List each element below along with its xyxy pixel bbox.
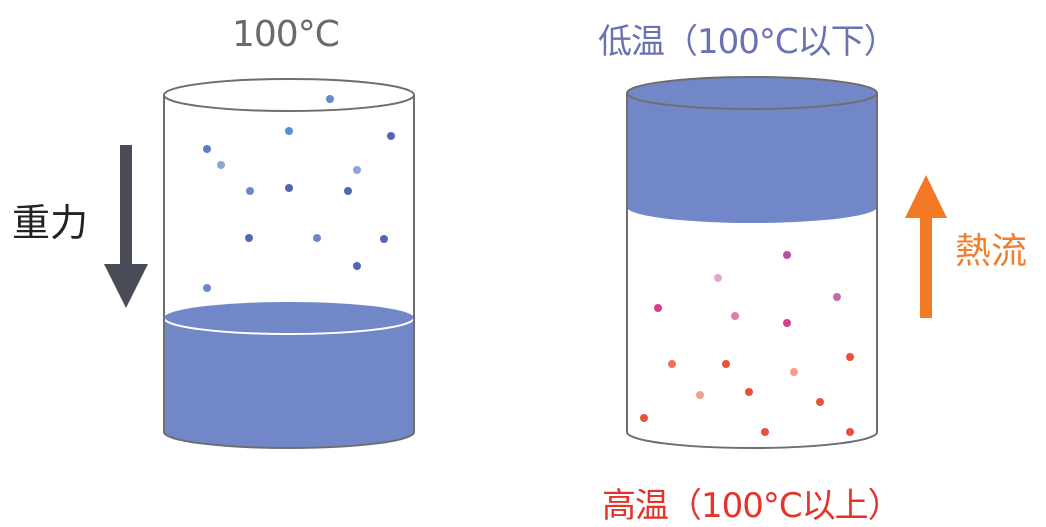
heat-flow-label: 熱流 <box>955 231 1028 272</box>
left-liquid-surface <box>164 302 414 334</box>
right-liquid-surface <box>626 76 878 110</box>
right-cylinder <box>626 76 878 449</box>
hot-particles <box>640 251 854 436</box>
right-liquid <box>627 93 877 223</box>
diagram-canvas <box>104 76 947 449</box>
left-cylinder <box>163 78 415 449</box>
gravity-arrow <box>104 145 148 308</box>
gravity-label: 重力 <box>12 201 89 245</box>
left-cylinder-rim <box>163 78 415 112</box>
heat-flow-arrow <box>905 175 947 318</box>
right-cylinder-top-label: 低温（100°C以下） <box>598 22 898 62</box>
left-cylinder-title: 100°C <box>232 14 340 55</box>
vapor-particles <box>203 95 395 292</box>
left-liquid <box>164 318 414 448</box>
